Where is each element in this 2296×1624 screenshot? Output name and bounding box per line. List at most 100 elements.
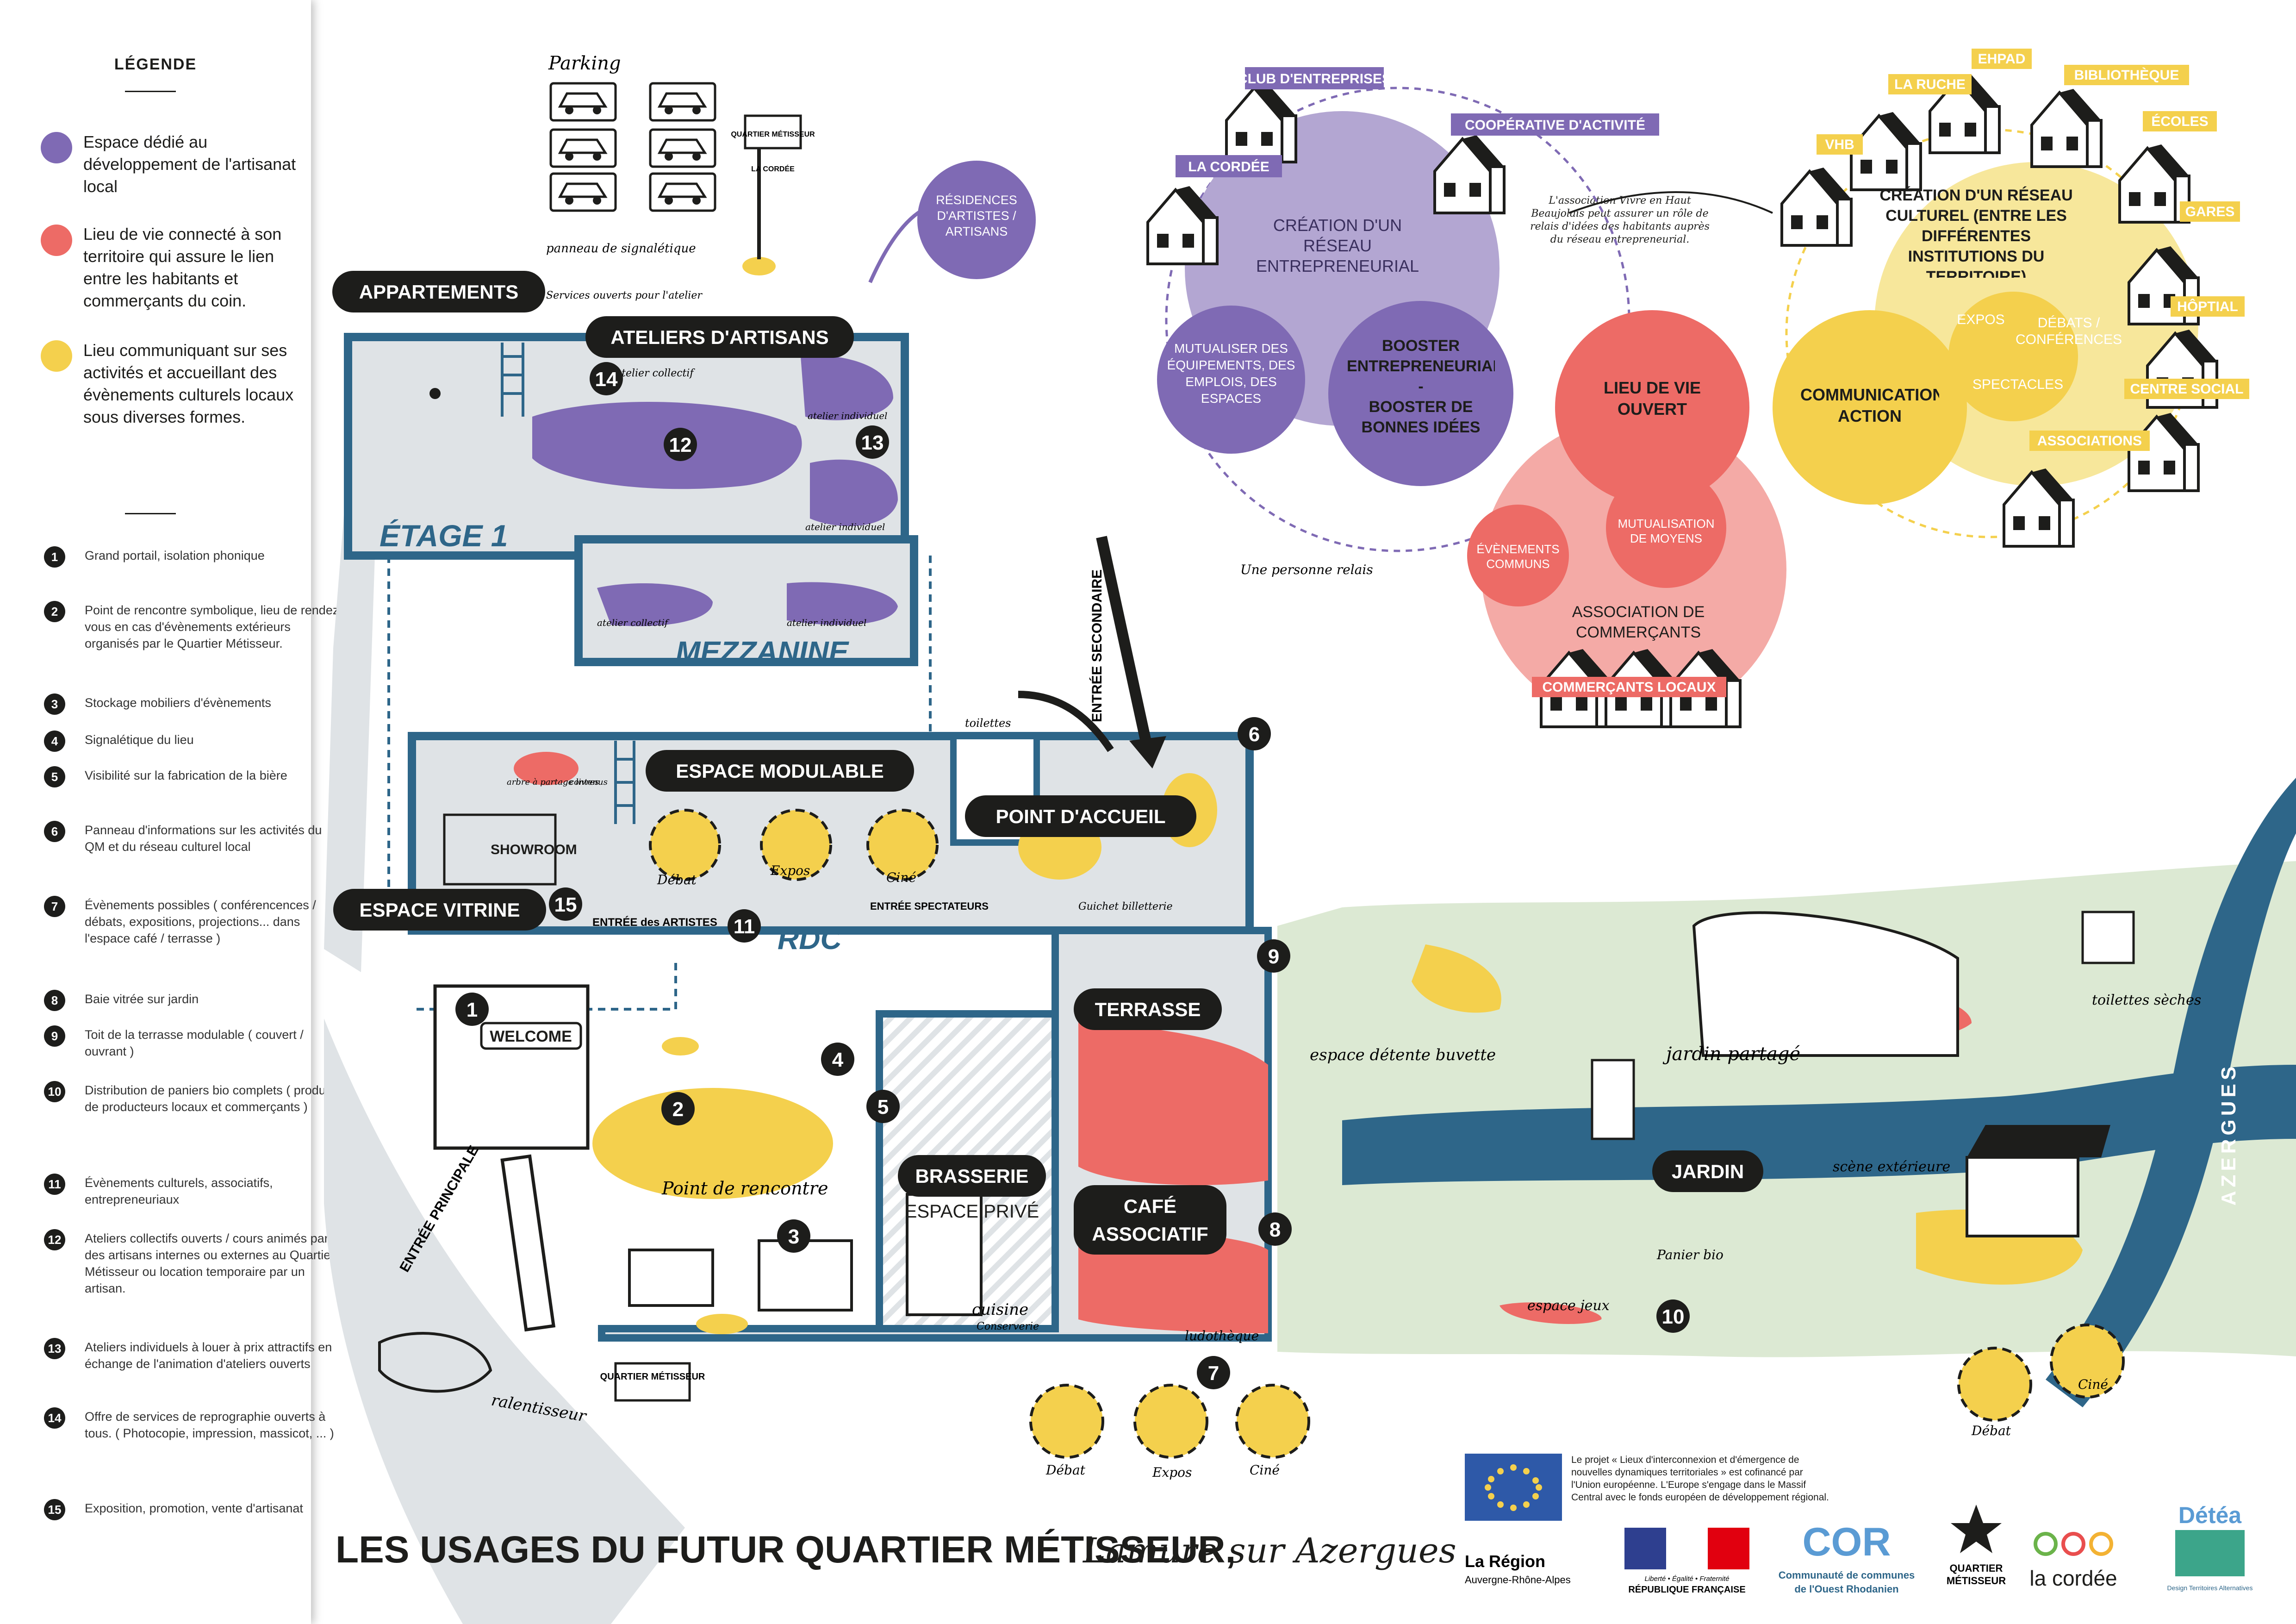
- footer-title: LES USAGES DU FUTUR QUARTIER MÉTISSEUR,: [336, 1529, 1236, 1571]
- cine-icon: [2050, 1324, 2125, 1399]
- secondary-entrance-arrow: [1096, 536, 1153, 751]
- legend-item-text: Panneau d'informations sur les activités…: [85, 823, 322, 854]
- eu-stars-icon: [1485, 1464, 1542, 1511]
- institution-tag: [2171, 296, 2245, 317]
- number-badge-text: 10: [1662, 1305, 1685, 1328]
- club-tag: [1245, 67, 1384, 89]
- legend-item-number: 1: [44, 546, 65, 568]
- debat-icon: [1957, 1347, 2032, 1422]
- legend-item-text: Ateliers collectifs ouverts / cours anim…: [85, 1231, 335, 1295]
- number-badge-text: 5: [877, 1096, 889, 1118]
- rf-text: RÉPUBLIQUE FRANÇAISE: [1628, 1584, 1745, 1595]
- legend-category-communication: Lieu communiquant sur ses activités et a…: [83, 341, 294, 426]
- legend-item-text: Stockage mobiliers d'évènements: [85, 696, 271, 710]
- connection-arc: [1568, 191, 1773, 214]
- legend-item-number: 8: [44, 990, 65, 1011]
- lieu-de-vie-box: LIEU DE VIE OUVERT: [1604, 378, 1701, 418]
- jardin-label: JARDIN: [1672, 1161, 1744, 1182]
- espace-detente-note: espace détente buvette: [1310, 1046, 1496, 1064]
- communication-label: COMMUNICATION ACTION: [1800, 385, 1939, 425]
- parked-car: [650, 83, 715, 120]
- ladder: [501, 343, 524, 417]
- cine-note: Ciné: [1250, 1462, 1280, 1478]
- cine-icon: [866, 809, 939, 881]
- number-badges: 1 2 3 4 5 6 7 8 9 10 11 12 13 14 15: [455, 362, 1690, 1389]
- arbre-zone: [514, 752, 579, 785]
- cuisine-note: cuisine: [972, 1300, 1028, 1319]
- ladder: [614, 741, 635, 824]
- institution-tag-text: CENTRE SOCIAL: [2130, 381, 2243, 397]
- appartements-label: APPARTEMENTS: [359, 281, 519, 303]
- toilets-arrow: [1018, 691, 1114, 752]
- legend-item-text: Toit de la terrasse modulable ( couvert …: [85, 1028, 304, 1058]
- greenhouse: [1692, 911, 1959, 1057]
- expos-network-label: EXPOS: [1957, 312, 2004, 327]
- legend-item-number: 12: [44, 1229, 65, 1250]
- residence-arrow: [868, 206, 927, 283]
- mutualiser-label: MUTUALISER DES ÉQUIPEMENTS, DES EMPLOIS,…: [1167, 341, 1295, 406]
- region-logo-text: La Région: [1465, 1552, 1545, 1571]
- rf-motto: Liberté • Égalité • Fraternité: [1644, 1575, 1729, 1583]
- legend-item-text: Offre de services de reprographie ouvert…: [85, 1410, 334, 1440]
- number-badge: [549, 887, 582, 921]
- personne-relais-note: Une personne relais: [1240, 562, 1373, 577]
- detea-logo-text: Détéa: [2178, 1502, 2242, 1528]
- institution-tag: [2180, 201, 2240, 222]
- communication-box: COMMUNICATION ACTION: [1800, 385, 1939, 425]
- number-badge-text: 6: [1249, 723, 1260, 746]
- brasserie-pill: [898, 1155, 1046, 1197]
- showroom-frame: [443, 813, 557, 886]
- rf-flag-red: [1708, 1528, 1749, 1569]
- cooperative-tag-text: COOPÉRATIVE D'ACTIVITÉ: [1465, 117, 1645, 133]
- appartements-pill: [332, 271, 545, 312]
- number-badge-text: 2: [672, 1098, 684, 1121]
- rdc-label: RDC: [778, 922, 842, 956]
- evenements-label: ÉVÈNEMENTS COMMUNS: [1476, 542, 1560, 571]
- etage1-label: ÉTAGE 1: [380, 518, 508, 553]
- main-road: [324, 880, 685, 1624]
- showroom-sign: SHOWROOM: [491, 842, 577, 857]
- legend-category-lieu-de-vie: Lieu de vie connecté à son territoire qu…: [83, 225, 282, 310]
- debats-box: DÉBATS / CONFÉRENCES: [2016, 315, 2122, 347]
- eu-text: Le projet « Lieux d'interconnexion et d'…: [1571, 1455, 1829, 1503]
- entree-artistes-note: ENTRÉE des ARTISTES: [592, 916, 717, 929]
- cine-note: Ciné: [886, 870, 916, 885]
- number-badge: [590, 362, 623, 395]
- debat-note: Débat: [1045, 1462, 1086, 1478]
- rf-flag-white: [1666, 1528, 1708, 1569]
- cafe-associatif-pill: [1074, 1185, 1226, 1255]
- speed-bump: [378, 1332, 492, 1393]
- signpost: [744, 114, 802, 150]
- legend-item-number: 13: [44, 1338, 65, 1359]
- expos-icon: [1133, 1384, 1208, 1459]
- communication-circle: [1773, 310, 1967, 505]
- mutualisation-label: MUTUALISATION DE MOYENS: [1618, 517, 1715, 545]
- espace-vitrine-label: ESPACE VITRINE: [360, 899, 520, 921]
- legend-dot-yellow: [41, 340, 72, 372]
- entrance-sign-base: [696, 1314, 748, 1334]
- cordee-tag-text: LA CORDÉE: [1188, 159, 1269, 175]
- number-badge-text: 8: [1269, 1218, 1281, 1241]
- parked-car: [650, 174, 715, 211]
- market-stall: [628, 1249, 714, 1307]
- number-badge-text: 14: [595, 368, 618, 391]
- signpost-text: LA CORDÉE: [751, 164, 795, 173]
- cor-logo-icon: COR: [1802, 1520, 1891, 1564]
- toilettes-note: toilettes: [965, 717, 1011, 730]
- legend-item-number: 4: [44, 731, 65, 752]
- cine-note: Ciné: [2078, 1377, 2108, 1392]
- conserverie-note: Conserverie: [977, 1321, 1039, 1332]
- residences-label: RÉSIDENCES D'ARTISTES / ARTISANS: [936, 193, 1017, 238]
- institution-tag-text: ÉCOLES: [2151, 113, 2208, 129]
- welcome-sign-text: WELCOME: [490, 1028, 572, 1045]
- expos-debats-circle: [1948, 292, 2078, 421]
- number-badge: [777, 1219, 810, 1253]
- debat-note: Débat: [1971, 1423, 2011, 1438]
- association-note-text: L'association Vivre en Haut Beaujolais p…: [1530, 195, 1710, 245]
- institution-tag: [2124, 379, 2249, 399]
- cor-logo-text: Communauté de communes: [1779, 1569, 1915, 1581]
- arrow-head: [1129, 736, 1166, 768]
- atelier-note: atelier collectif: [616, 368, 695, 379]
- institution-tag: [2064, 65, 2189, 85]
